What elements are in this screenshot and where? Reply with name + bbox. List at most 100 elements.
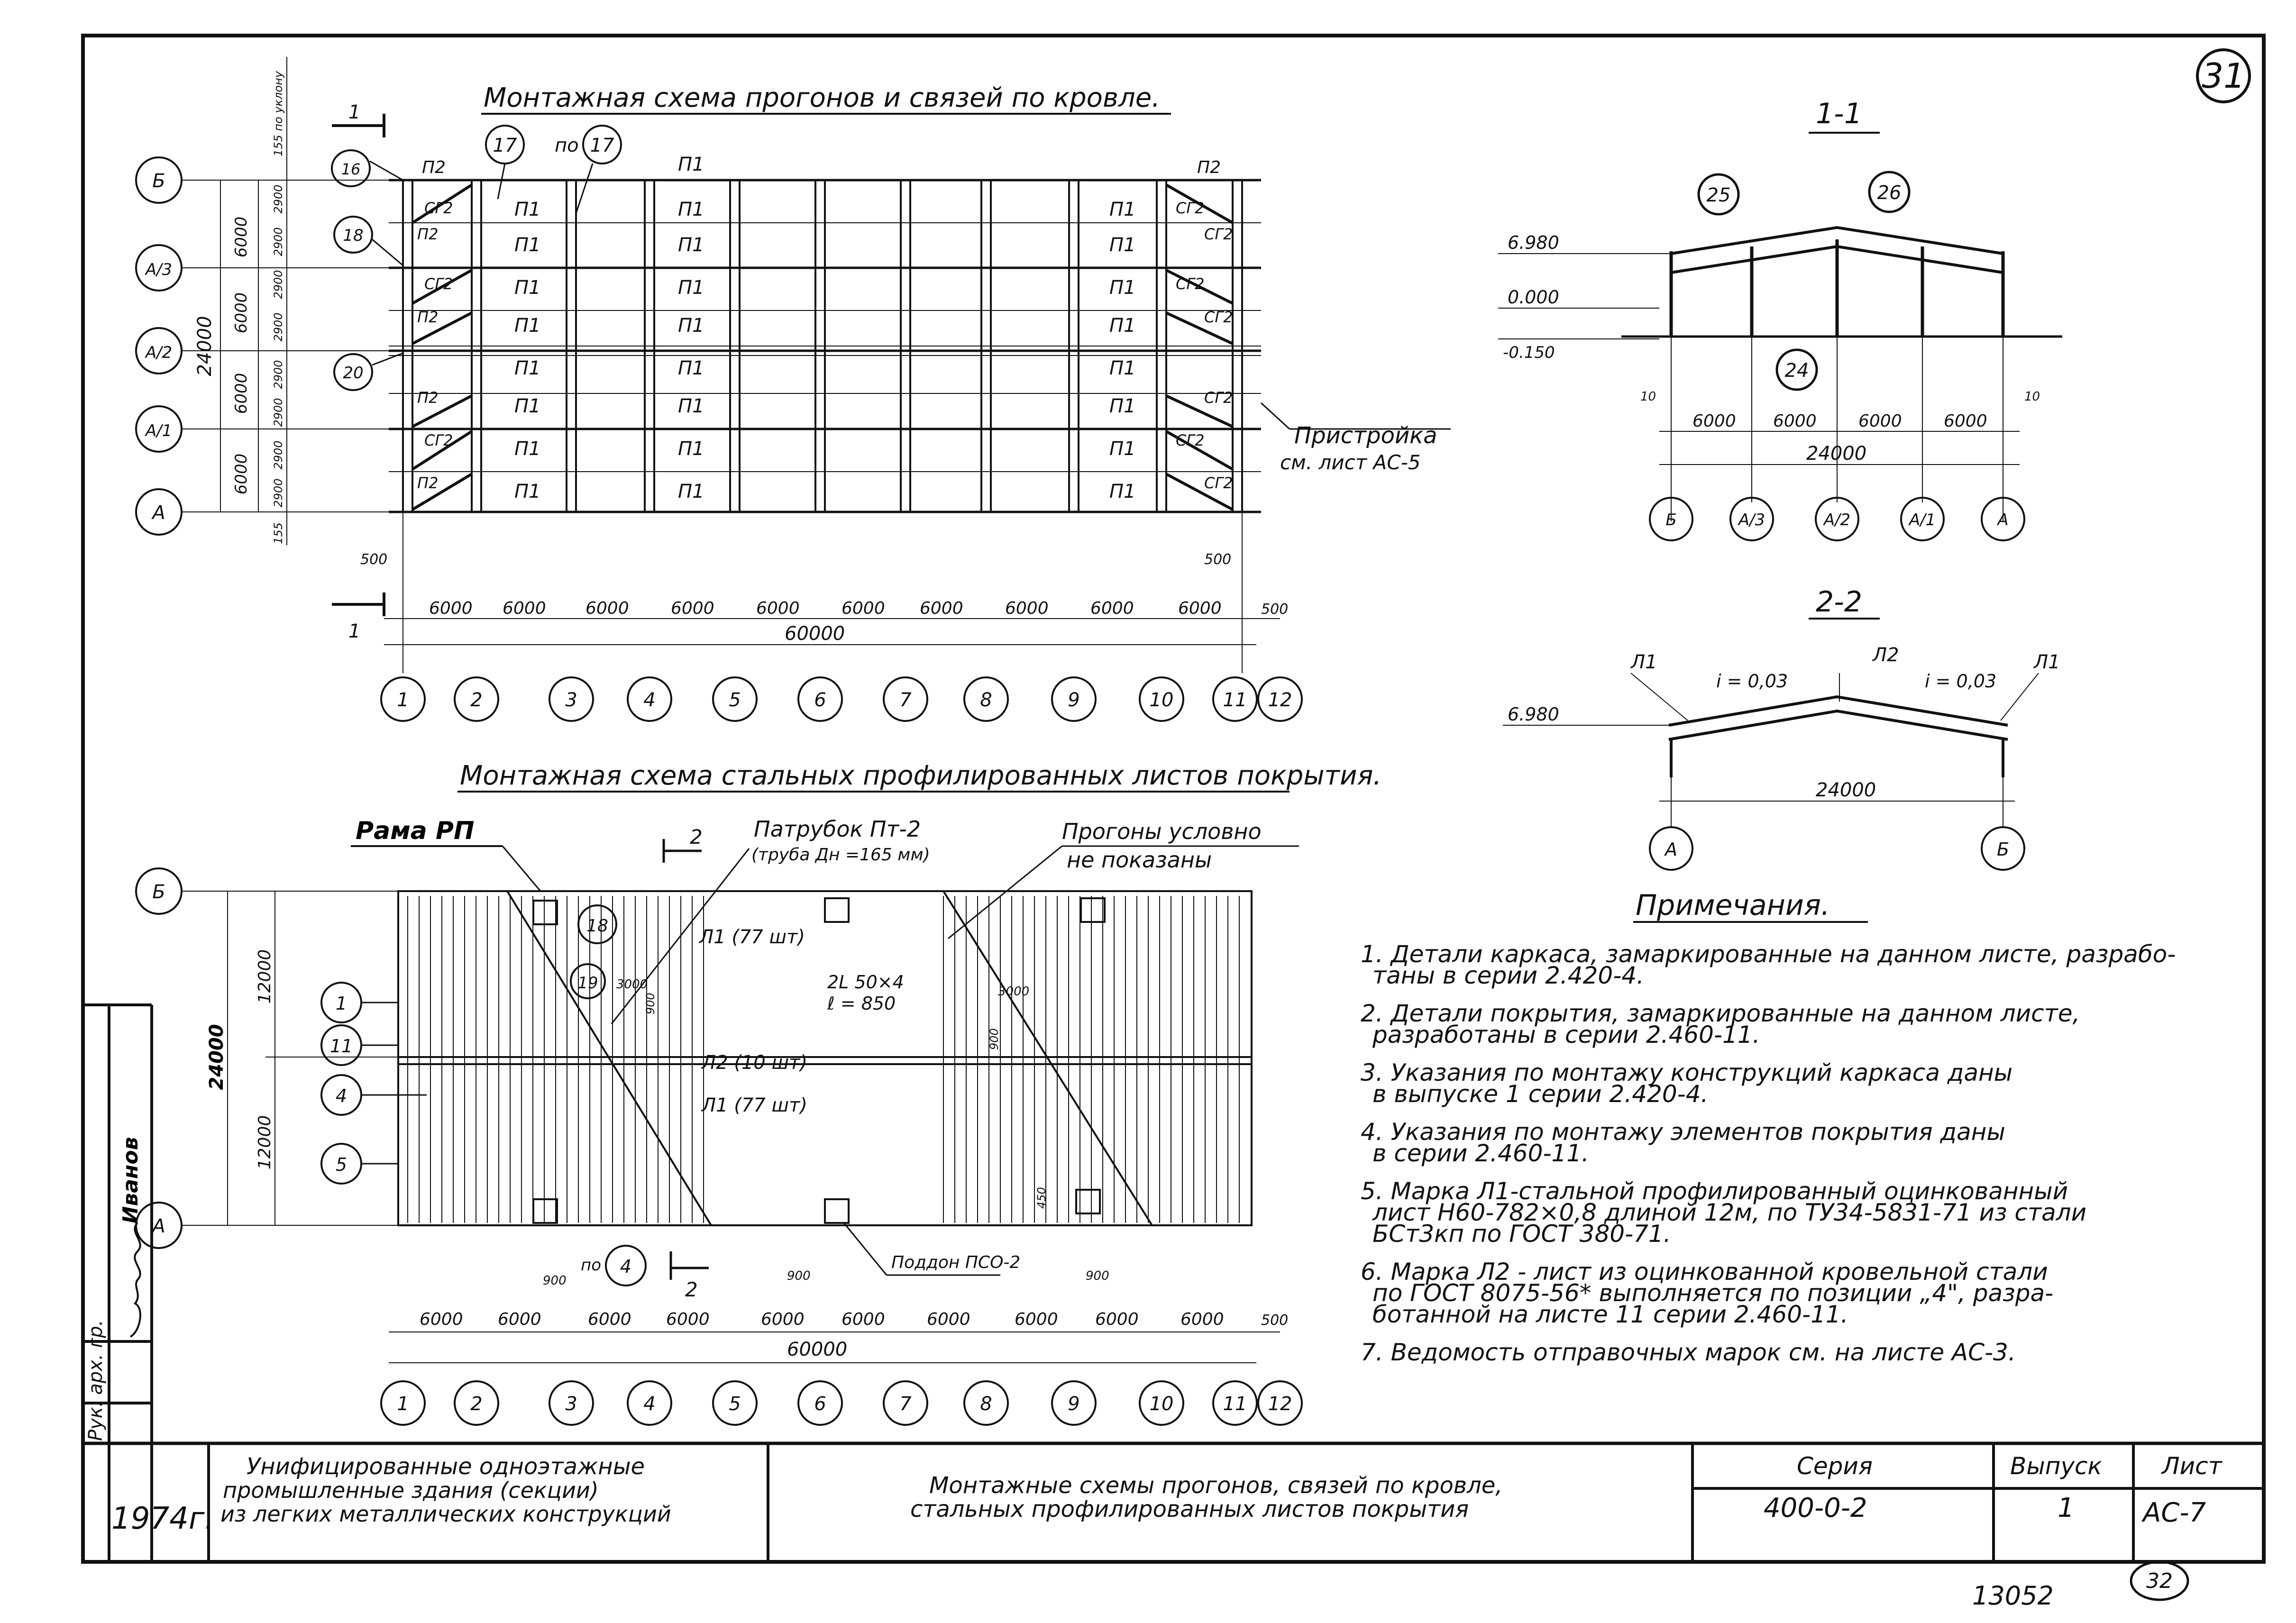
section-title: 2-2 [1816, 585, 1862, 619]
dim-text: 6000 [420, 1310, 463, 1329]
column-axis-label: 9 [1068, 689, 1079, 711]
dim-text: 6000 [842, 1310, 885, 1329]
purlin-label: П1 [1109, 395, 1136, 417]
purlin-label: П1 [514, 199, 541, 220]
purlin-label: П1 [678, 357, 704, 379]
column-axis: 10 [1139, 1380, 1184, 1426]
section-axis-label: А/2 [1823, 511, 1850, 529]
dim-text: 6000 [1095, 1310, 1139, 1329]
elevation-text: 6.980 [1508, 232, 1559, 253]
column-axis: 1 [380, 676, 426, 722]
brace-label: СГ2 [424, 431, 453, 449]
column-axis: 9 [1051, 1380, 1097, 1426]
dim-text: 6000 [920, 599, 963, 618]
brace-label: СГ2 [1204, 308, 1233, 326]
callout-po: по [581, 1256, 601, 1275]
series-value: 400-0-2 [1764, 1493, 1867, 1523]
section-axis: А/3 [1729, 497, 1774, 541]
column-axis-label: 3 [565, 689, 577, 711]
dim-small-text: 3000 [998, 985, 1029, 999]
brace-label: СГ2 [1204, 225, 1233, 243]
purlin-label: П1 [678, 438, 704, 460]
column-axis-label: 5 [729, 1393, 741, 1415]
column-axis: 4 [627, 1380, 672, 1426]
dim-text: 6000 [1005, 599, 1049, 618]
brace-label: СГ2 [1176, 275, 1205, 293]
callout-number: 16 [341, 160, 361, 178]
purlin-label: П1 [678, 199, 704, 220]
purlin-label: П1 [1109, 438, 1136, 460]
deck-fittings [532, 897, 1106, 1224]
column-axis-label: 10 [1150, 1393, 1174, 1415]
dim-small-text: 900 [1086, 1269, 1109, 1283]
callout-number: 26 [1877, 182, 1902, 204]
annex-note: Пристройка см. лист АС-5 [1260, 402, 1451, 474]
brace-label: СГ2 [1204, 389, 1233, 407]
column-axis: 5 [712, 676, 758, 722]
brace-label: СГ2 [424, 275, 453, 293]
column-axis: 11 [1212, 676, 1258, 722]
dim-text: 6000 [232, 217, 251, 258]
dim-text: 6000 [1180, 1310, 1224, 1329]
purlin-label: П1 [514, 481, 541, 502]
section-axis-label: А/1 [1908, 511, 1936, 529]
purlin-plan-title: Монтажная схема прогонов и связей по кро… [484, 82, 1160, 113]
row-axis-label: А [151, 1215, 165, 1237]
angle-label: 2L 50×4 [827, 972, 904, 993]
column-axis: 6 [797, 676, 843, 722]
dim-sub-text: 2900 [272, 312, 285, 341]
dim-text: 6000 [761, 1310, 805, 1329]
pipe-label: Патрубок Пт-2 [754, 816, 921, 842]
deck-plan: Монтажная схема стальных профилированных… [135, 760, 1381, 1426]
dim-text: 6000 [1944, 411, 1987, 431]
dim-text: 12000 [255, 949, 274, 1004]
column-axis: 3 [549, 676, 594, 722]
purlin-label: П1 [678, 277, 704, 299]
section-mark-1: 1 1 [332, 101, 385, 642]
section-axis: А [1981, 497, 2025, 541]
deck-sheet-marks: Л1 (77 шт) Л2 (10 шт) Л1 (77 шт) 2L 50×4… [698, 926, 904, 1116]
column-axis: 7 [883, 1380, 928, 1426]
section-axis-label: А [1996, 511, 2008, 529]
org-line: из легких металлических конструкций [220, 1501, 671, 1527]
note-line: 1. Детали каркаса, замаркированные на да… [1361, 940, 2176, 968]
sheet-mark: Л1 [2033, 651, 2060, 673]
side-role-text: Рук. арх. гр. [85, 1320, 107, 1441]
brace-label: СГ2 [424, 199, 453, 217]
purlin-callouts: 16 17 по 17 18 20 [331, 125, 622, 391]
section-mark-text: 2 [690, 825, 703, 848]
callout-number: 4 [620, 1256, 631, 1277]
column-axis-label: 4 [643, 1393, 655, 1415]
column-axis-label: 8 [980, 689, 992, 711]
column-axis-label: 12 [1268, 689, 1292, 711]
dim-text: 6000 [498, 1310, 541, 1329]
row-axis-label: А/1 [145, 421, 172, 440]
sheet-number: 31 [2202, 56, 2245, 96]
sheet-count-label: Л2 (10 шт) [701, 1052, 807, 1074]
purlin-label: П1 [514, 234, 541, 256]
purlin-plan: Монтажная схема прогонов и связей по кро… [135, 57, 1451, 722]
column-axis: 2 [454, 1380, 499, 1426]
purlin-label: П1 [1109, 234, 1136, 256]
org-line: Унифицированные одноэтажные [247, 1453, 645, 1480]
column-axis: 5 [712, 1380, 758, 1426]
note-line: 6. Марка Л2 - лист из оцинкованной крове… [1361, 1258, 2048, 1286]
column-axis-label: 1 [397, 1393, 409, 1415]
dim-sub-text: 2900 [272, 227, 285, 256]
purlin-label: П1 [678, 481, 704, 502]
sheet-mark: Л1 [1630, 651, 1657, 673]
drawing-title-line: Монтажные схемы прогонов, связей по кров… [929, 1472, 1503, 1499]
callout-number: 18 [343, 226, 363, 245]
dim-edge-text: 500 [1261, 601, 1288, 618]
dim-text: 6000 [1178, 599, 1222, 618]
section-axis: Б [1649, 497, 1693, 541]
dim-text: 6000 [671, 599, 714, 618]
dim-sub-text: 2900 [272, 440, 285, 469]
dim-sub-text: 2900 [272, 478, 285, 507]
purlin-label: П2 [422, 158, 446, 177]
section-axis-label: А/3 [1738, 511, 1765, 529]
dim-text: 6000 [1858, 411, 1902, 431]
column-axis: 3 [549, 1380, 594, 1426]
column-axis: 6 [797, 1380, 843, 1426]
dim-sub-text: 155 по уклону [272, 71, 285, 156]
